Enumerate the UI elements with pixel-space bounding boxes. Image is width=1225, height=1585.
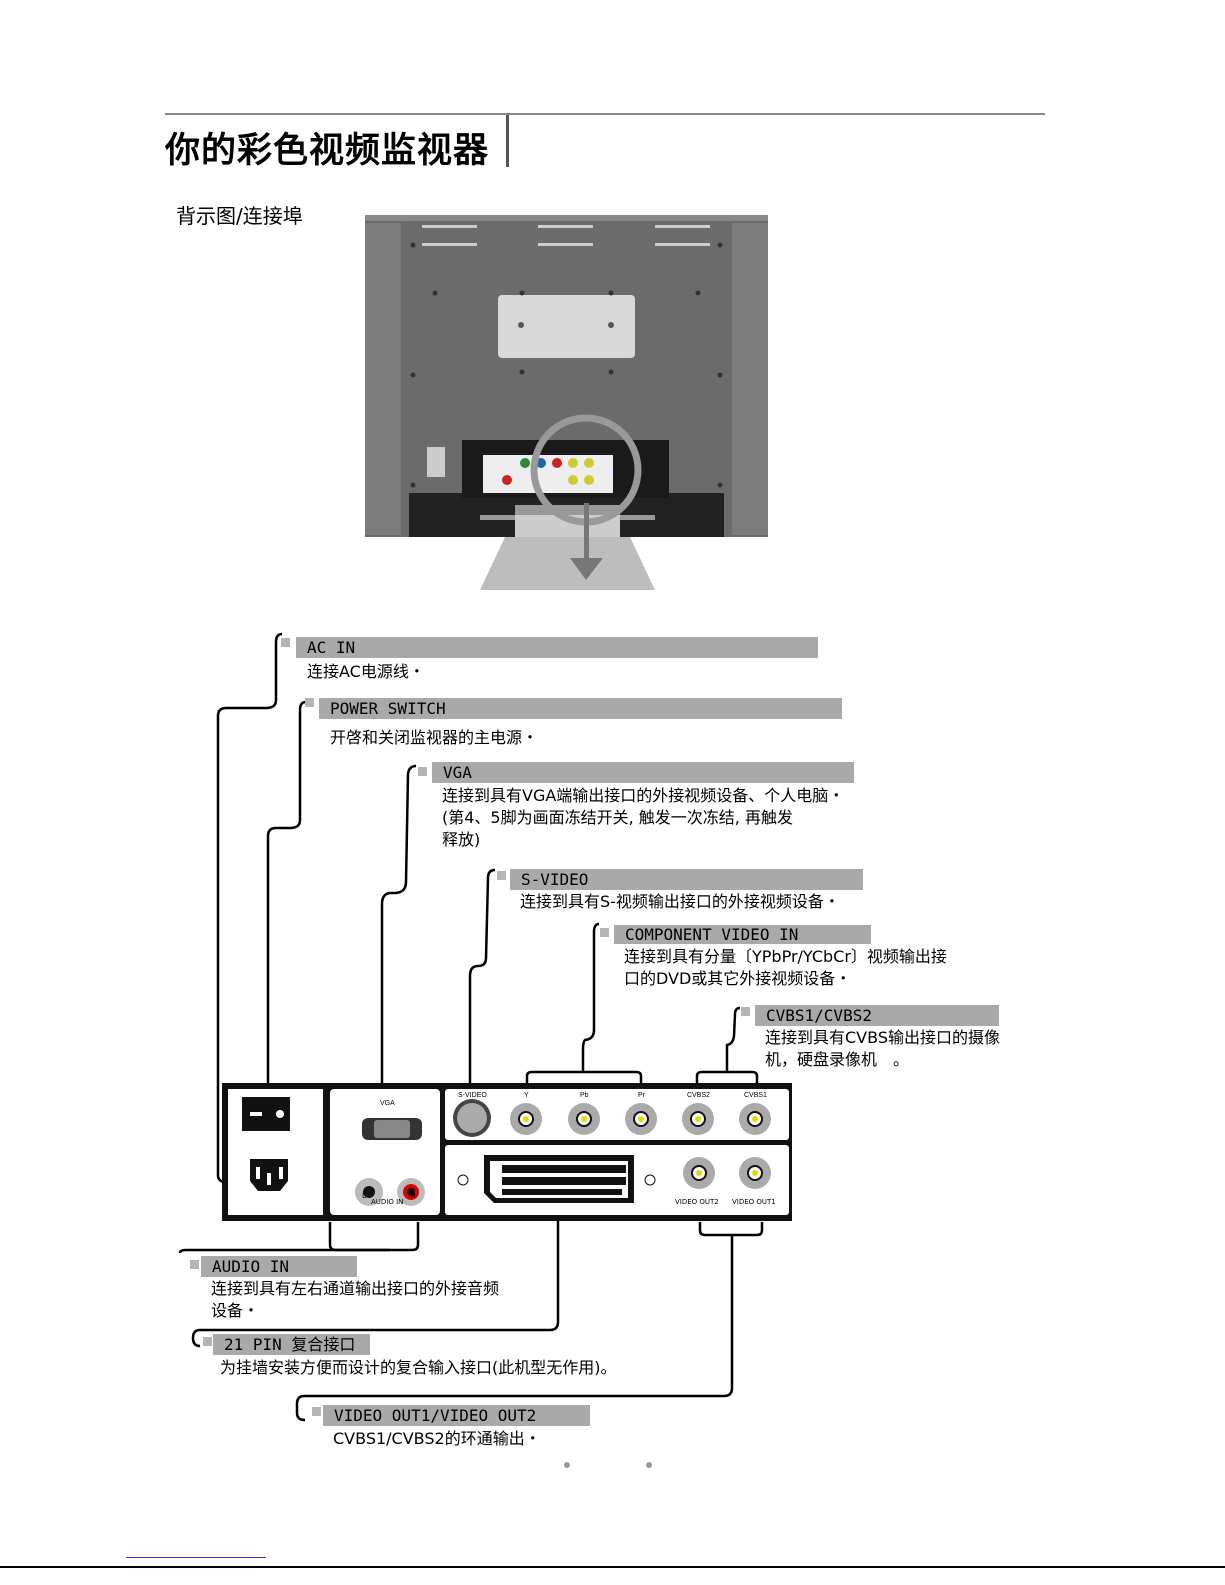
audio-in-desc-line2: 设备・ bbox=[211, 1301, 260, 1320]
video-out-heading: VIDEO OUT1/VIDEO OUT2 bbox=[323, 1405, 590, 1426]
svg-text:Pr: Pr bbox=[638, 1092, 646, 1099]
footer-rule bbox=[0, 1566, 1225, 1568]
monitor-back-illustration bbox=[365, 215, 768, 590]
bullet-icon bbox=[281, 638, 290, 647]
bullet-icon bbox=[497, 871, 506, 880]
video-out1-label: VIDEO OUT1 bbox=[732, 1198, 776, 1206]
audio-r-label: R bbox=[411, 1192, 416, 1200]
bullet-icon bbox=[418, 767, 427, 776]
vga-desc-line2: (第4、5脚为画面冻结开关, 触发一次冻结, 再触发 bbox=[442, 808, 793, 827]
audio-in-heading: AUDIO IN bbox=[201, 1256, 357, 1277]
scart-heading: 21 PIN 复合接口 bbox=[213, 1334, 370, 1355]
audio-l-label: L bbox=[362, 1192, 366, 1200]
video-out2-label: VIDEO OUT2 bbox=[675, 1198, 719, 1206]
bullet-icon bbox=[741, 1007, 750, 1016]
bullet-icon bbox=[312, 1407, 321, 1416]
svg-text:S-VIDEO: S-VIDEO bbox=[458, 1092, 487, 1099]
cvbs-desc-line2: 机，硬盘录像机 。 bbox=[765, 1050, 910, 1069]
footer-rule-blue bbox=[126, 1557, 266, 1558]
svg-text:VGA: VGA bbox=[380, 1100, 395, 1107]
svg-text:Y: Y bbox=[524, 1092, 529, 1099]
s-video-desc: 连接到具有S-视频输出接口的外接视频设备・ bbox=[520, 892, 840, 911]
bullet-icon bbox=[600, 928, 609, 937]
svg-text:Pb: Pb bbox=[580, 1092, 589, 1099]
rca-ports bbox=[510, 1103, 771, 1135]
ac-in-heading: AC IN bbox=[296, 637, 818, 658]
audio-in-panel-label: AUDIO IN bbox=[371, 1198, 404, 1206]
vga-heading: VGA bbox=[432, 762, 854, 783]
svg-text:CVBS2: CVBS2 bbox=[687, 1092, 710, 1099]
component-video-heading: COMPONENT VIDEO IN bbox=[614, 925, 871, 944]
bullet-icon bbox=[190, 1260, 199, 1269]
page-title: 你的彩色视频监视器 bbox=[165, 131, 490, 171]
title-divider bbox=[506, 115, 509, 167]
video-out-desc: CVBS1/CVBS2的环通输出・ bbox=[333, 1429, 541, 1448]
component-desc-line1: 连接到具有分量〔YPbPr/YCbCr〕视频输出接 bbox=[624, 947, 947, 966]
section-subtitle: 背示图/连接埠 bbox=[176, 204, 303, 228]
rear-connector-panel: VGA S-VIDEO Y Pb Pr CVBS2 CVBS1 bbox=[222, 1083, 792, 1221]
power-switch-heading: POWER SWITCH bbox=[319, 698, 842, 719]
s-video-heading: S-VIDEO bbox=[510, 869, 863, 890]
ac-in-desc: 连接AC电源线・ bbox=[307, 662, 425, 681]
dot-decoration bbox=[564, 1462, 570, 1468]
bullet-icon bbox=[305, 698, 314, 707]
cvbs-heading: CVBS1/CVBS2 bbox=[755, 1005, 999, 1026]
cvbs-desc-line1: 连接到具有CVBS输出接口的摄像 bbox=[765, 1028, 1000, 1047]
scart-desc: 为挂墙安装方便而设计的复合输入接口(此机型无作用)。 bbox=[220, 1358, 617, 1377]
vga-desc-line1: 连接到具有VGA端输出接口的外接视频设备、个人电脑・ bbox=[442, 786, 845, 805]
audio-in-desc-line1: 连接到具有左右通道输出接口的外接音频 bbox=[211, 1279, 500, 1298]
svg-text:CVBS1: CVBS1 bbox=[744, 1092, 767, 1099]
vga-desc-line3: 释放) bbox=[442, 830, 481, 849]
dot-decoration bbox=[646, 1462, 652, 1468]
bullet-icon bbox=[203, 1337, 212, 1346]
top-rule bbox=[165, 113, 1045, 115]
power-switch-desc: 开啓和关闭监视器的主电源・ bbox=[330, 728, 539, 747]
component-desc-line2: 口的DVD或其它外接视频设备・ bbox=[624, 969, 852, 988]
